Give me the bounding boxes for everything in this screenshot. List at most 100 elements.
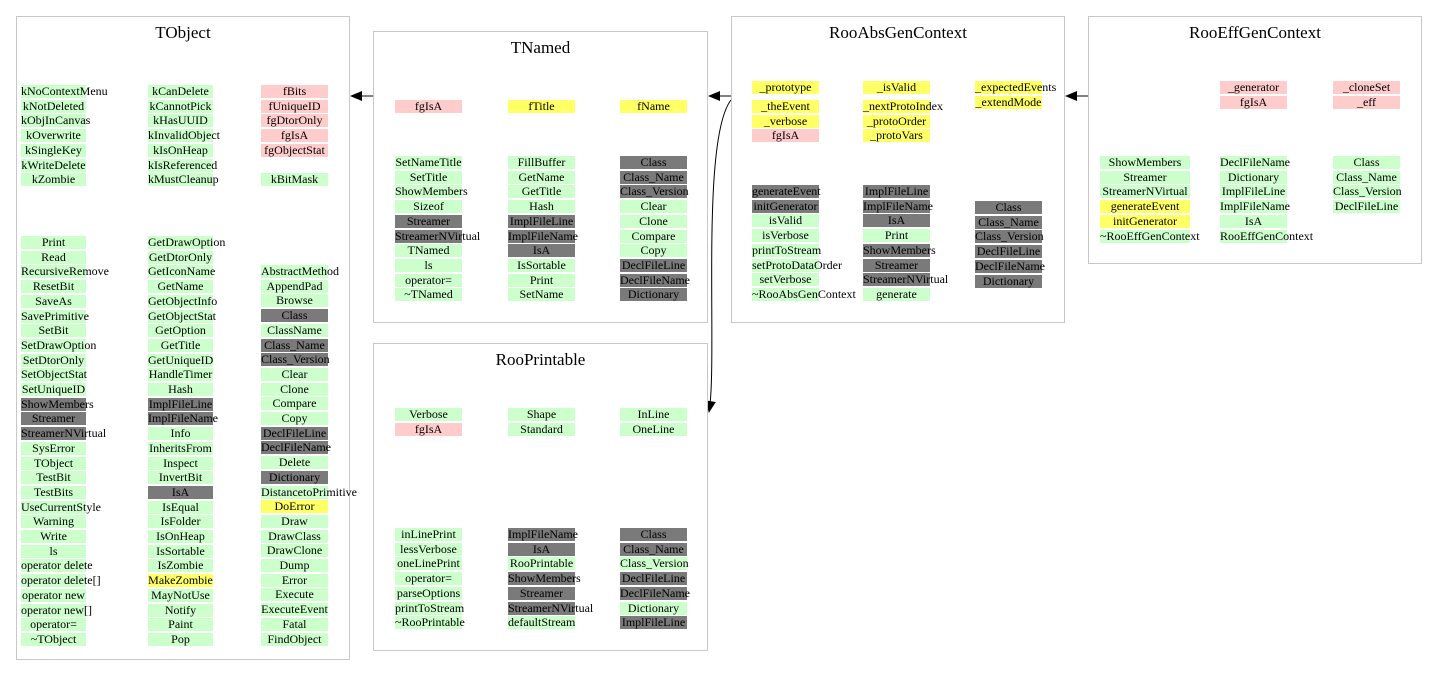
method-rooprintable[interactable]: ImplFileName <box>508 527 578 541</box>
method-rooabsgencontext[interactable]: DeclFileName <box>975 259 1045 273</box>
method-rooprintable[interactable]: inLinePrint <box>395 528 462 541</box>
method-rooprintable[interactable]: Dictionary <box>620 602 687 615</box>
member-rooeffgencontext[interactable]: fgIsA <box>1220 96 1287 109</box>
method-rooeffgencontext[interactable]: DeclFileName <box>1220 155 1290 169</box>
method-tnamed[interactable]: StreamerNVirtual <box>395 229 481 243</box>
method-rooeffgencontext[interactable]: Class_Name <box>1333 171 1400 184</box>
method-rooprintable[interactable]: parseOptions <box>395 586 462 600</box>
method-tnamed[interactable]: SetNameTitle <box>395 155 462 169</box>
method-rooprintable[interactable]: Class_Name <box>620 543 687 556</box>
method-tnamed[interactable]: Hash <box>508 200 575 213</box>
method-rooabsgencontext[interactable]: generate <box>863 288 930 301</box>
member-rooabsgencontext[interactable]: _theEvent <box>752 100 819 113</box>
method-rooprintable[interactable]: ~RooPrintable <box>395 615 465 629</box>
method-tobject[interactable]: GetOption <box>148 324 213 337</box>
method-tobject[interactable]: Class_Version <box>261 352 330 366</box>
method-rooabsgencontext[interactable]: ShowMembers <box>863 243 936 257</box>
member-tobject[interactable]: kNoContextMenu <box>21 84 108 98</box>
method-tobject[interactable]: ~TObject <box>21 633 86 646</box>
member-tobject[interactable]: kNotDeleted <box>21 99 86 113</box>
method-tobject[interactable]: Streamer <box>21 412 86 425</box>
method-tobject[interactable]: ImplFileLine <box>148 397 213 411</box>
member-rooabsgencontext[interactable]: _expectedEvents <box>975 80 1057 94</box>
method-tobject[interactable]: GetTitle <box>148 339 213 352</box>
method-tobject[interactable]: MakeZombie <box>148 573 213 587</box>
method-tobject[interactable]: IsEqual <box>148 501 213 514</box>
method-tnamed[interactable]: Sizeof <box>395 200 462 213</box>
method-tobject[interactable]: SavePrimitive <box>21 309 89 323</box>
method-rooeffgencontext[interactable]: Streamer <box>1100 171 1190 184</box>
method-tobject[interactable]: GetDrawOption <box>148 235 226 249</box>
member-rooprintable[interactable]: Shape <box>508 408 575 421</box>
method-tobject[interactable]: GetDtorOnly <box>148 250 213 264</box>
method-tnamed[interactable]: SetTitle <box>395 171 462 184</box>
method-tobject[interactable]: TestBit <box>21 471 86 484</box>
method-tobject[interactable]: DoError <box>261 500 328 513</box>
member-rooeffgencontext[interactable]: _generator <box>1220 81 1287 94</box>
method-tobject[interactable]: Pop <box>148 633 213 646</box>
method-tobject[interactable]: operator delete <box>21 558 93 572</box>
method-tobject[interactable]: GetIconName <box>148 264 216 278</box>
method-tobject[interactable]: ImplFileName <box>148 411 218 425</box>
member-rooeffgencontext[interactable]: _eff <box>1333 96 1400 109</box>
member-rooabsgencontext[interactable]: _verbose <box>752 115 819 128</box>
member-tnamed[interactable]: fName <box>620 100 687 113</box>
method-tobject[interactable]: operator= <box>21 618 86 631</box>
member-rooabsgencontext[interactable]: _nextProtoIndex <box>863 99 943 113</box>
method-tobject[interactable]: DeclFileName <box>261 440 331 454</box>
member-tnamed[interactable]: fgIsA <box>395 100 462 113</box>
method-tnamed[interactable]: FillBuffer <box>508 156 575 169</box>
method-rooeffgencontext[interactable]: generateEvent <box>1100 200 1190 213</box>
member-tobject[interactable]: kIsReferenced <box>148 158 218 172</box>
method-tobject[interactable]: ShowMembers <box>21 397 94 411</box>
method-tobject[interactable]: Inspect <box>148 457 213 470</box>
method-tobject[interactable]: Fatal <box>261 618 328 631</box>
method-tobject[interactable]: AbstractMethod <box>261 264 339 278</box>
method-tnamed[interactable]: IsA <box>508 244 575 257</box>
method-tnamed[interactable]: DeclFileName <box>620 273 690 287</box>
method-rooprintable[interactable]: Class <box>620 528 687 541</box>
member-rooprintable[interactable]: InLine <box>620 408 687 421</box>
method-tobject[interactable]: SetObjectStat <box>21 367 87 381</box>
method-tnamed[interactable]: ImplFileLine <box>508 214 575 228</box>
method-rooprintable[interactable]: defaultStream <box>508 615 576 629</box>
method-rooabsgencontext[interactable]: initGenerator <box>752 199 819 213</box>
method-tobject[interactable]: AppendPad <box>261 280 328 293</box>
member-rooabsgencontext[interactable]: _protoVars <box>863 129 930 142</box>
method-tobject[interactable]: Write <box>21 530 86 543</box>
method-tobject[interactable]: GetObjectStat <box>148 309 216 323</box>
method-rooprintable[interactable]: lessVerbose <box>395 543 462 556</box>
member-tobject[interactable]: fBits <box>261 85 328 98</box>
method-rooabsgencontext[interactable]: generateEvent <box>752 184 821 198</box>
member-rooprintable[interactable]: OneLine <box>620 423 687 436</box>
method-tobject[interactable]: operator new[] <box>21 603 92 617</box>
method-tnamed[interactable]: GetName <box>508 171 575 184</box>
method-rooabsgencontext[interactable]: Class_Version <box>975 229 1044 243</box>
method-tobject[interactable]: Browse <box>261 294 328 307</box>
method-rooabsgencontext[interactable]: isValid <box>752 214 819 227</box>
member-tobject[interactable]: fgObjectStat <box>261 144 328 157</box>
method-rooeffgencontext[interactable]: IsA <box>1220 215 1287 228</box>
method-tobject[interactable]: Paint <box>148 618 213 631</box>
member-rooabsgencontext[interactable]: _protoOrder <box>863 115 930 128</box>
method-tnamed[interactable]: Streamer <box>395 215 462 228</box>
member-rooabsgencontext[interactable]: _extendMode <box>975 95 1042 109</box>
method-tobject[interactable]: Warning <box>21 515 86 528</box>
member-tobject[interactable]: kMustCleanup <box>148 172 219 186</box>
method-tnamed[interactable]: Copy <box>620 244 687 257</box>
method-rooprintable[interactable]: ImplFileLine <box>620 615 687 629</box>
method-tnamed[interactable]: DeclFileLine <box>620 258 687 272</box>
method-tobject[interactable]: DrawClass <box>261 530 328 543</box>
member-tobject[interactable]: kSingleKey <box>21 144 86 157</box>
member-tnamed[interactable]: fTitle <box>508 100 575 113</box>
method-tobject[interactable]: GetName <box>148 280 213 293</box>
method-tobject[interactable]: HandleTimer <box>148 367 213 381</box>
member-tobject[interactable]: kIsOnHeap <box>148 144 213 157</box>
method-rooeffgencontext[interactable]: StreamerNVirtual <box>1100 185 1190 198</box>
method-tobject[interactable]: IsOnHeap <box>148 530 213 543</box>
member-rooabsgencontext[interactable]: _isValid <box>863 81 930 94</box>
method-rooabsgencontext[interactable]: IsA <box>863 214 930 227</box>
method-rooprintable[interactable]: DeclFileName <box>620 586 690 600</box>
